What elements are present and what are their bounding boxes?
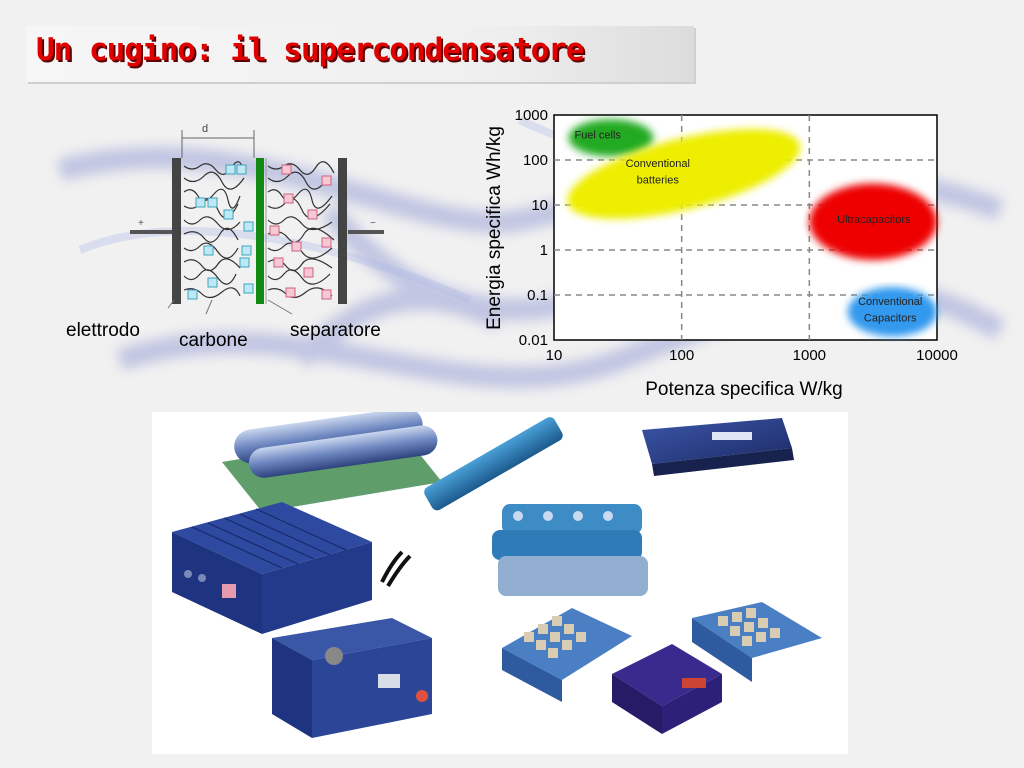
- negative-terminal-label: −: [370, 218, 376, 229]
- positive-ions: [269, 164, 332, 300]
- y-tick-label: 100: [523, 152, 548, 169]
- negative-ions: [187, 164, 254, 300]
- x-tick-label: 100: [669, 347, 694, 364]
- distance-d-label: d: [202, 123, 208, 135]
- purple-module-photo: [612, 644, 722, 734]
- region-ultracapacitors: [809, 183, 937, 260]
- carbon-label: carbone: [179, 330, 248, 351]
- region-fuel-cells: [568, 119, 654, 157]
- separator-label: separatore: [290, 320, 381, 341]
- y-tick-label: 1: [540, 242, 548, 259]
- finned-enclosure-photo: [172, 502, 372, 634]
- region-label: batteries: [637, 175, 680, 187]
- x-axis-label: Potenza specifica W/kg: [645, 379, 842, 400]
- y-tick-label: 1000: [515, 107, 548, 124]
- x-tick-label: 10: [546, 347, 563, 364]
- x-tick-label: 10000: [916, 347, 958, 364]
- region-label: Conventional: [858, 296, 922, 308]
- x-tick-label: 1000: [793, 347, 826, 364]
- y-tick-label: 10: [531, 197, 548, 214]
- enclosure-connectors-photo: [272, 618, 432, 738]
- positive-terminal-label: +: [138, 218, 144, 229]
- supercapacitor-diagram: d + −: [130, 123, 384, 315]
- open-cell-array-photo-2: [692, 602, 822, 682]
- small-blue-module-photo: [642, 418, 794, 476]
- y-tick-label: 0.01: [519, 332, 548, 349]
- region-conventional-batteries: [567, 129, 801, 219]
- slide-title: Un cugino: il supercondensatore: [36, 32, 585, 68]
- region-conventional-capacitors: [847, 287, 937, 337]
- electrode-label: elettrodo: [66, 320, 140, 341]
- right-electrode: [338, 158, 347, 304]
- region-label: Ultracapacitors: [837, 214, 911, 226]
- cylinder-module-photo: [222, 407, 442, 512]
- module-photo-panel: [152, 407, 848, 754]
- module-photos: [172, 407, 822, 738]
- region-label: Capacitors: [864, 312, 917, 324]
- title-bar: [26, 26, 694, 82]
- separator: [256, 158, 264, 304]
- y-tick-label: 0.1: [527, 287, 548, 304]
- y-axis-label: Energia specifica Wh/kg: [484, 126, 505, 330]
- open-cell-array-photo-1: [502, 608, 632, 702]
- region-label: Fuel cells: [574, 130, 621, 142]
- left-electrode: [172, 158, 181, 304]
- stacked-cells-photo: [380, 417, 648, 596]
- chart-ticks: 10 100 1000 10000 0.01 0.1 1 10 100 1000: [515, 107, 958, 364]
- region-label: Conventional: [626, 158, 690, 170]
